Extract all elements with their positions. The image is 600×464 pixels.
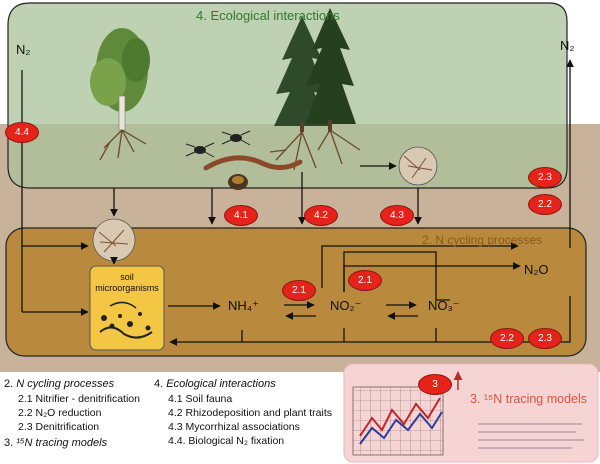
legend-ecological-title: Ecological interactions bbox=[166, 378, 276, 390]
legend-tracing-title: ¹⁵N tracing models bbox=[16, 437, 108, 449]
legend-tracing-heading: 3. ¹⁵N tracing models bbox=[4, 437, 107, 449]
ecological-box bbox=[7, 2, 568, 189]
mycorrhiza-circle bbox=[398, 146, 438, 186]
birch-tree bbox=[90, 28, 150, 161]
microbe-circle bbox=[92, 218, 136, 262]
soil-fauna bbox=[185, 130, 303, 190]
legend-item-4-2: 4.2 Rhizodeposition and plant traits bbox=[168, 407, 333, 419]
no3-label: NO₃⁻ bbox=[428, 298, 460, 313]
soil-microorganisms-box bbox=[89, 265, 165, 351]
n2-right-label: N₂ bbox=[560, 38, 575, 53]
nh4-label: NH₄⁺ bbox=[228, 298, 259, 313]
legend-ecological-heading: 4. Ecological interactions bbox=[154, 378, 276, 390]
n-cycling-box-title: 2. N cycling processes bbox=[422, 233, 543, 247]
ecological-box-title: 4. Ecological interactions bbox=[196, 8, 340, 23]
equation-glyphs bbox=[478, 423, 584, 449]
badge-2-2-upper: 2.2 bbox=[528, 194, 562, 215]
legend-ecological-number: 4. bbox=[154, 378, 164, 390]
microorganism-specks bbox=[99, 301, 153, 339]
legend-n-cycling-title: N cycling processes bbox=[16, 378, 115, 390]
badge-2-1-left: 2.1 bbox=[282, 280, 316, 301]
badge-4-4: 4.4 bbox=[5, 122, 39, 143]
legend-item-2-1: 2.1 Nitrifier - denitrification bbox=[18, 393, 140, 405]
badge-2-1-right: 2.1 bbox=[348, 270, 382, 291]
spruce-trees bbox=[269, 8, 361, 171]
legend-item-4-1: 4.1 Soil fauna bbox=[168, 393, 233, 405]
badge-4-1: 4.1 bbox=[224, 205, 258, 226]
n2-left-label: N₂ bbox=[16, 42, 31, 57]
badge-3: 3 bbox=[418, 374, 452, 395]
model-line-red bbox=[359, 397, 441, 437]
no2-label: NO₂⁻ bbox=[330, 298, 362, 313]
soil-microorganisms-label: soil microorganisms bbox=[95, 272, 159, 293]
legend-item-4-4: 4.4. Biological N₂ fixation bbox=[168, 435, 285, 447]
legend-item-4-3: 4.3 Mycorrhizal associations bbox=[168, 421, 300, 433]
legend-n-cycling-number: 2. bbox=[4, 378, 14, 390]
model-equations bbox=[476, 420, 586, 457]
legend-tracing-number: 3. bbox=[4, 437, 14, 449]
model-line-blue bbox=[359, 411, 443, 445]
badge-2-3-upper: 2.3 bbox=[528, 167, 562, 188]
badge-2-3-lower: 2.3 bbox=[528, 328, 562, 349]
process-arrows bbox=[21, 59, 574, 346]
badge-2-2-lower: 2.2 bbox=[490, 328, 524, 349]
legend-item-2-2: 2.2 N₂O reduction bbox=[18, 407, 102, 419]
legend-item-2-3: 2.3 Denitrification bbox=[18, 421, 100, 433]
legend-n-cycling-heading: 2. N cycling processes bbox=[4, 378, 114, 390]
badge-4-2: 4.2 bbox=[304, 205, 338, 226]
badge-4-3: 4.3 bbox=[380, 205, 414, 226]
n2o-label: N₂O bbox=[524, 262, 549, 277]
tracing-panel-title: 3. ¹⁵N tracing models bbox=[470, 392, 588, 406]
